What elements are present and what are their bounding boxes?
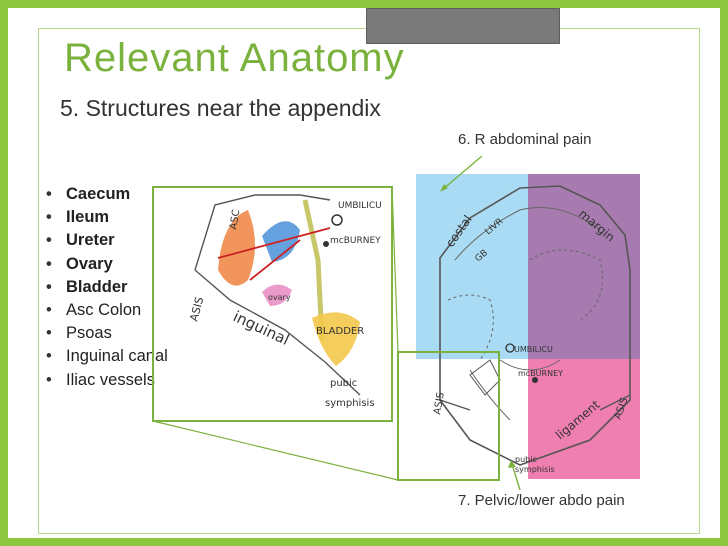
abdomen-quadrant-sketch: costal margin LIVR GB UMBILICU mcBURNEY … [416, 174, 640, 479]
slide-title: Relevant Anatomy [64, 36, 405, 80]
header-tab [366, 8, 560, 44]
label-asis-small: ASIS [432, 391, 447, 415]
appendix-region-sketch: UMBILICU mcBURNEY ASC ovary ASIS inguina… [187, 194, 382, 409]
label-mcburney-small: mcBURNEY [518, 369, 563, 378]
label-inguinal: inguinal [230, 307, 292, 349]
quadrant-left-upper [528, 174, 640, 359]
list-item: Psoas [46, 322, 168, 345]
structures-list: Caecum Ileum Ureter Ovary Bladder Asc Co… [46, 183, 168, 392]
list-item: Bladder [46, 276, 168, 299]
caecum-shape [218, 210, 255, 286]
zoom-connector-top [391, 186, 399, 353]
list-item: Ileum [46, 206, 168, 229]
quadrant-right-upper [416, 174, 528, 359]
label-umbilicus: UMBILICU [338, 201, 382, 211]
label-mcburney: mcBURNEY [330, 236, 381, 246]
bladder-shape [312, 312, 360, 366]
list-item: Caecum [46, 183, 168, 206]
label-symphysis: symphisis [325, 398, 375, 409]
list-item: Inguinal canal [46, 345, 168, 368]
list-item: Ureter [46, 229, 168, 252]
label-pubic-small: pubic [515, 455, 537, 464]
label-asc: ASC [228, 209, 242, 231]
label-pubic: pubic [330, 378, 357, 389]
label-asis: ASIS [187, 296, 206, 323]
ovary-shape [262, 284, 292, 306]
list-item: Ovary [46, 253, 168, 276]
zoom-connector-bottom [152, 420, 399, 481]
list-item: Iliac vessels [46, 369, 168, 392]
caption-pelvic-pain: 7. Pelvic/lower abdo pain [458, 492, 625, 509]
arrow-pelvic [511, 463, 521, 491]
ureter-shape [302, 199, 325, 341]
arrow-r-abdominal [441, 155, 483, 191]
label-ovary: ovary [268, 293, 291, 302]
quadrant-left-lower [528, 359, 640, 479]
label-symphysis-small: symphisis [515, 465, 555, 474]
label-umbilicus-small: UMBILICU [514, 345, 553, 354]
slide-subtitle: 5. Structures near the appendix [60, 95, 381, 121]
list-item: Asc Colon [46, 299, 168, 322]
label-bladder: BLADDER [316, 326, 364, 337]
zoom-box-small [397, 351, 500, 481]
zoom-box-large [152, 186, 393, 422]
caption-r-abdominal-pain: 6. R abdominal pain [458, 131, 592, 148]
